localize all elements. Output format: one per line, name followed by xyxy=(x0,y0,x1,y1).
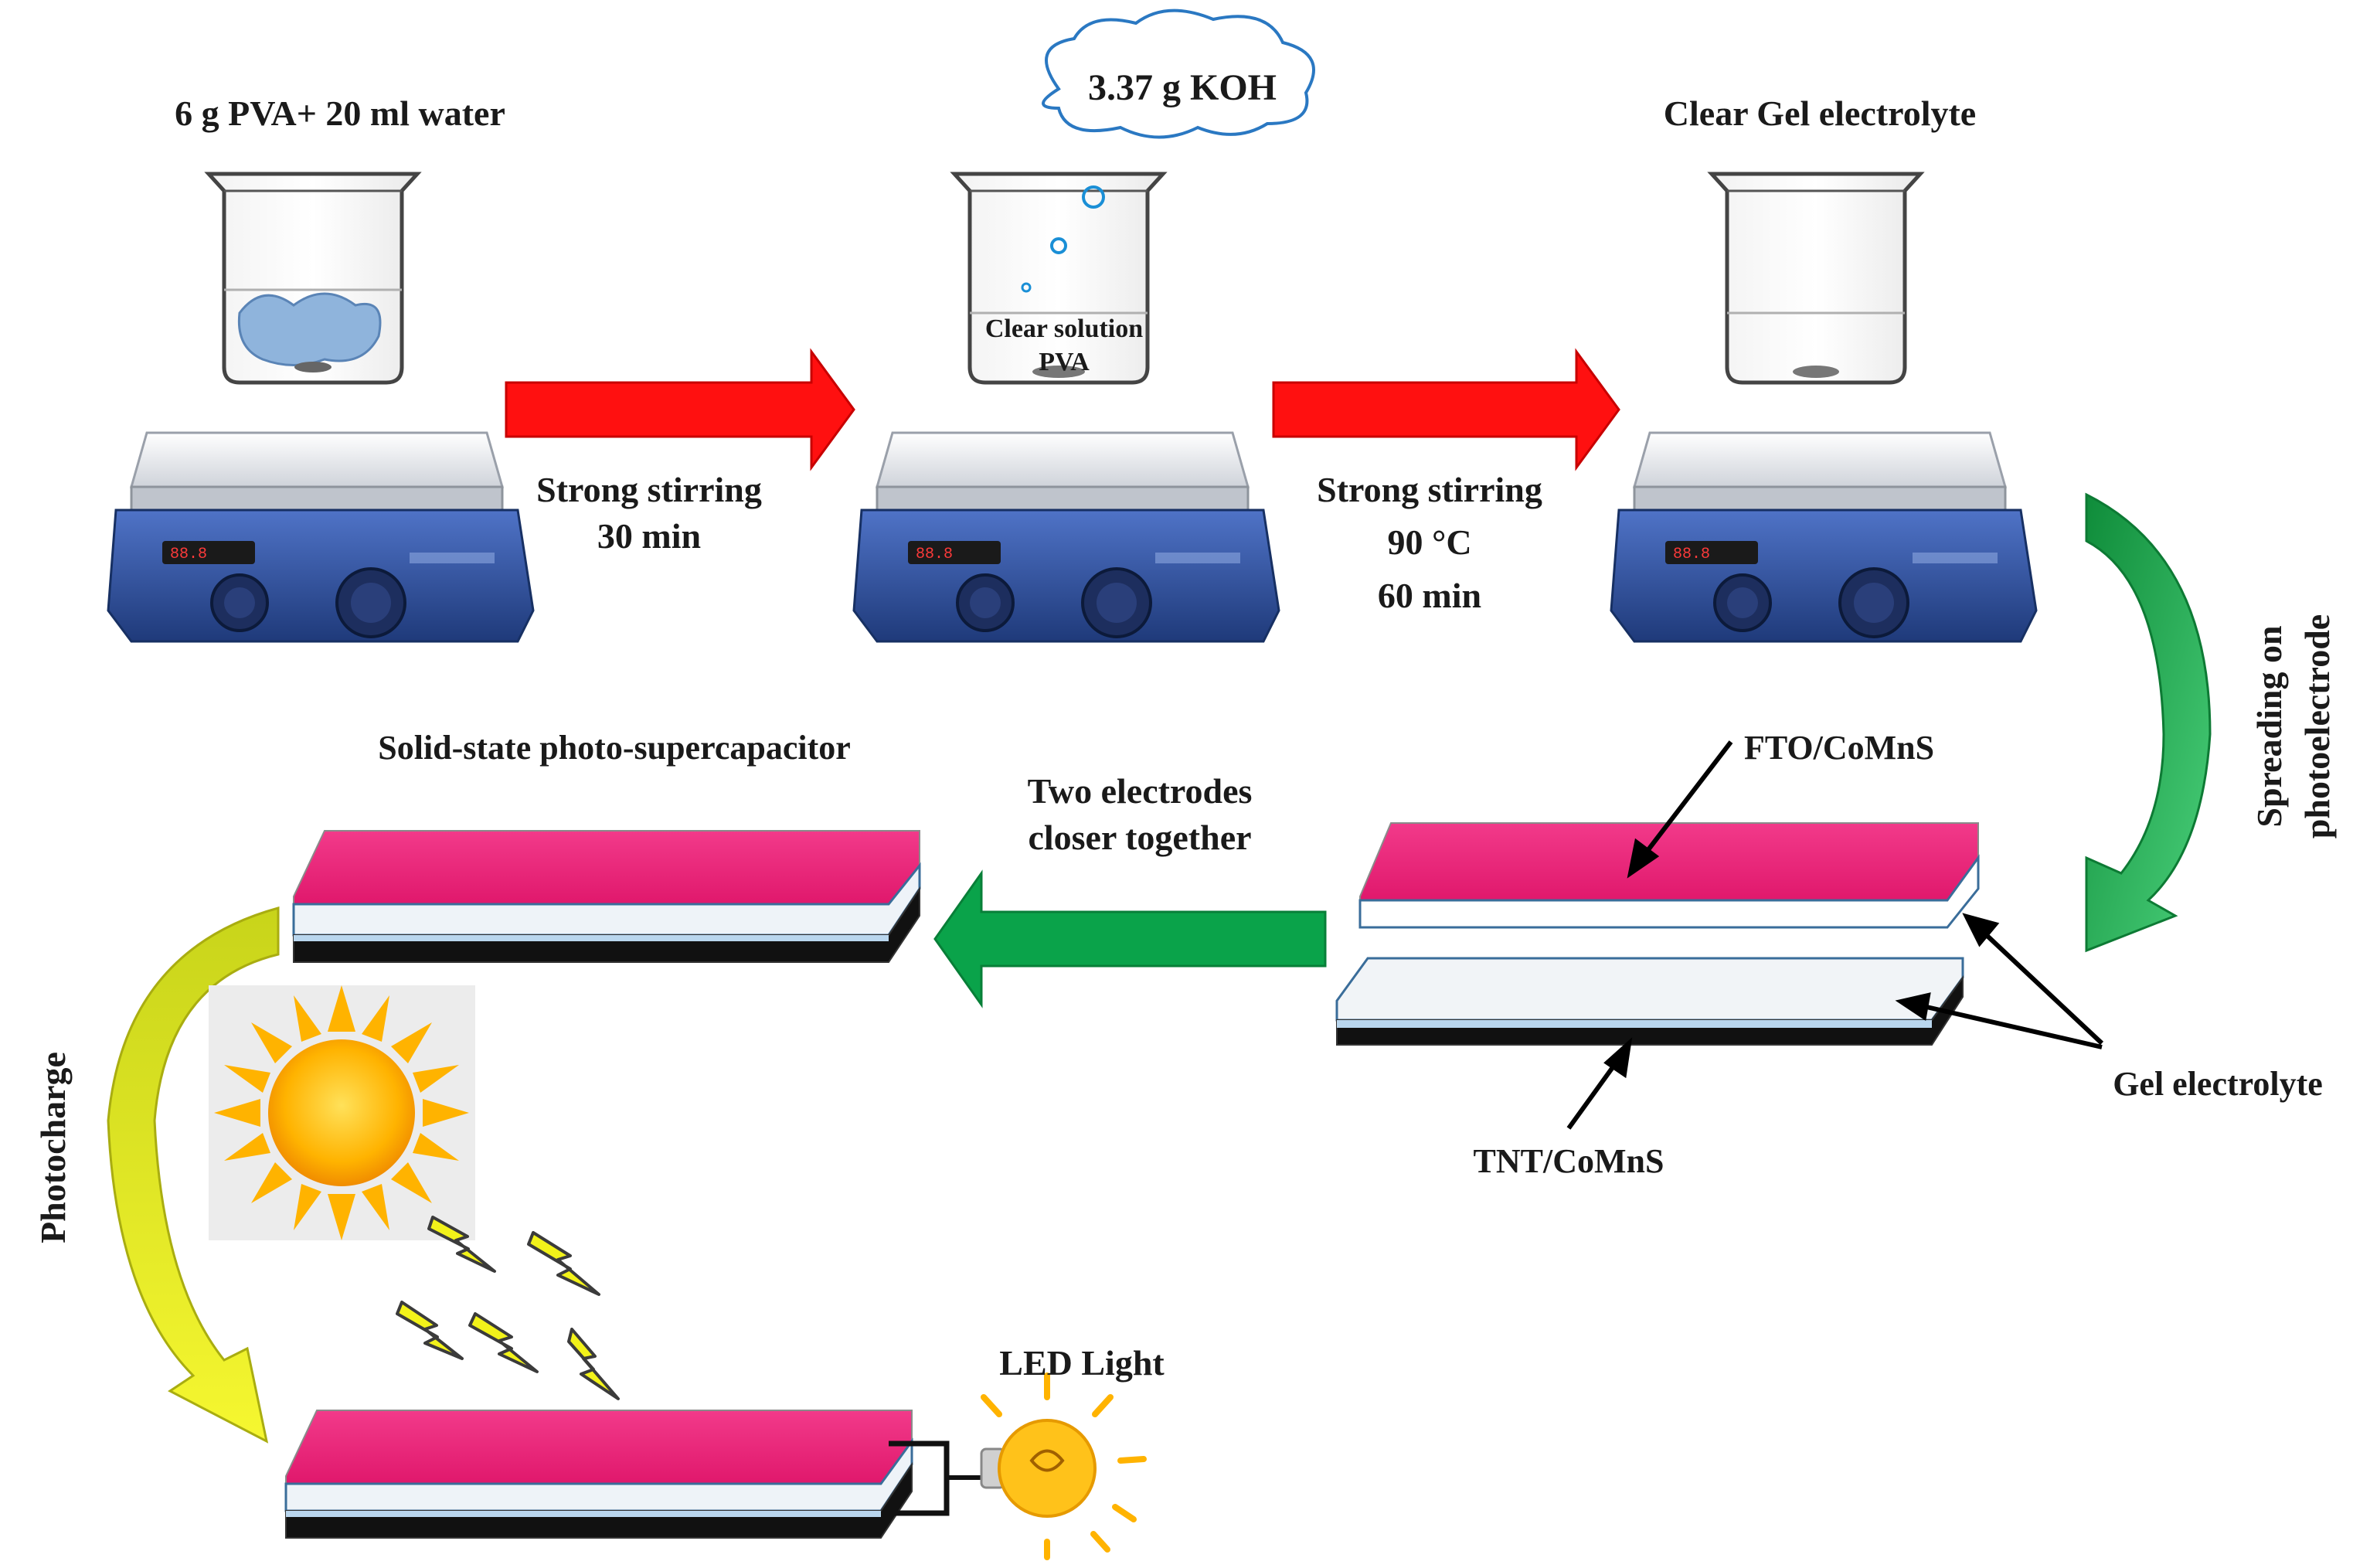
hotplate-1 xyxy=(107,431,535,643)
green-curved-arrow xyxy=(2085,492,2212,953)
beaker-2 xyxy=(954,174,1163,383)
beaker2-text-line1: Clear solution xyxy=(984,315,1144,343)
pointer-arrows xyxy=(1566,740,2104,1130)
bubble-small xyxy=(1021,282,1032,293)
spread-label-line2: photoelectrode xyxy=(2297,614,2337,839)
pva-solid xyxy=(237,292,382,366)
beaker-3 xyxy=(1712,174,1920,383)
hotplate-2 xyxy=(852,431,1280,643)
solid-state-title: Solid-state photo-supercapacitor xyxy=(378,729,851,767)
arrow2-line3: 60 min xyxy=(1377,576,1482,615)
bottom-device xyxy=(284,1410,913,1539)
arrow2-line2: 90 °C xyxy=(1387,522,1472,562)
fto-label: FTO/CoMnS xyxy=(1743,729,1935,767)
red-arrow-1 xyxy=(505,348,855,471)
spread-label-line1: Spreading on xyxy=(2249,625,2289,828)
arrow3-line2: closer together xyxy=(1028,818,1252,857)
arrow3-line1: Two electrodes xyxy=(1027,771,1253,811)
separated-electrodes xyxy=(1335,822,1980,1046)
lightning-bolts xyxy=(396,1216,620,1400)
arrow1-line1: Strong stirring xyxy=(536,470,762,509)
arrow1-line2: 30 min xyxy=(597,516,702,556)
assembled-device xyxy=(292,830,921,963)
green-arrow-left xyxy=(933,869,1327,1008)
koh-label: 3.37 g KOH xyxy=(1087,67,1277,108)
arrow2-line1: Strong stirring xyxy=(1317,470,1542,509)
hotplate-3 xyxy=(1610,431,2038,643)
step1-title: 6 g PVA+ 20 ml water xyxy=(175,94,505,133)
bubble-large xyxy=(1082,185,1105,209)
koh-cloud xyxy=(1042,9,1315,139)
sun-icon xyxy=(214,985,469,1240)
photocharge-label: Photocharge xyxy=(33,1052,73,1243)
beaker-1 xyxy=(209,174,417,383)
red-arrow-2 xyxy=(1272,348,1620,471)
bubble-medium xyxy=(1050,237,1067,254)
beaker2-text-line2: PVA xyxy=(1039,348,1090,376)
yellow-curved-arrow xyxy=(107,906,280,1444)
gel-electrolyte-label: Gel electrolyte xyxy=(2113,1065,2323,1103)
tnt-label: TNT/CoMnS xyxy=(1473,1142,1664,1180)
led-light-label: LED Light xyxy=(999,1343,1165,1383)
led-bulb-icon xyxy=(980,1372,1147,1560)
step3-title: Clear Gel electrolyte xyxy=(1663,94,1977,133)
